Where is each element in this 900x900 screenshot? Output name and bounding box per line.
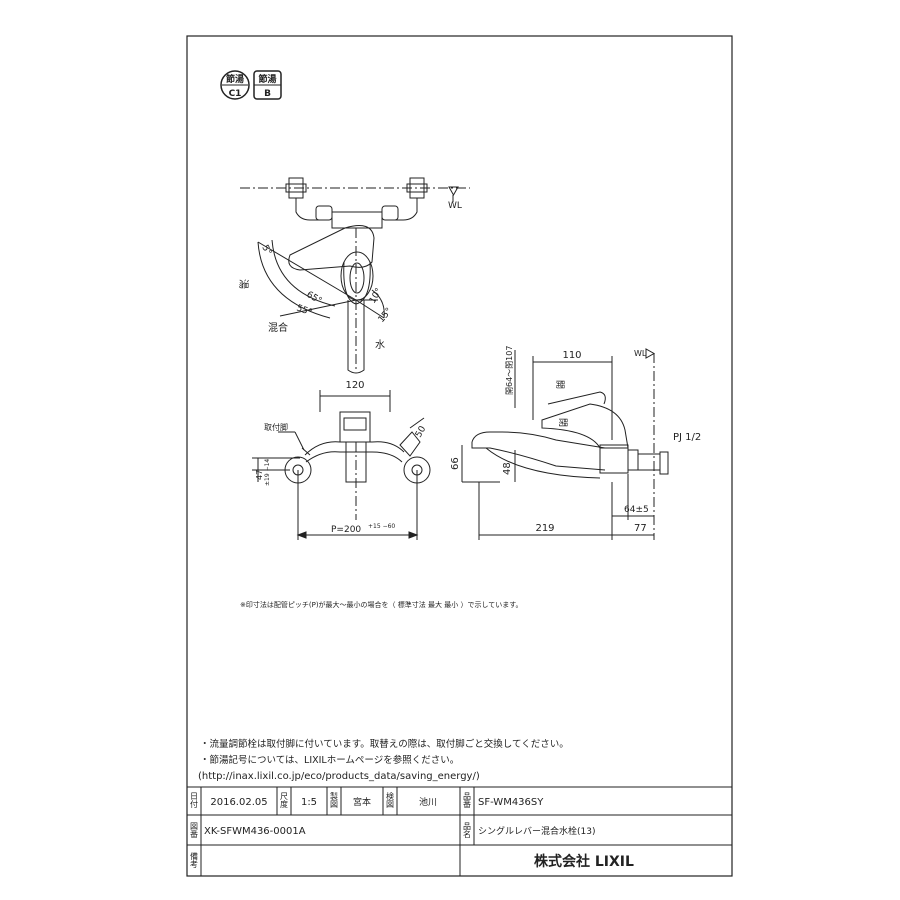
hot-label: 湯 xyxy=(237,279,250,289)
scale-label: 尺度 xyxy=(280,792,289,809)
part-no-label: 品番 xyxy=(463,792,472,809)
badge2-bottom: B xyxy=(264,89,271,99)
dim-47-tol: ±19 −14 xyxy=(264,459,271,486)
top-wl-label: WL xyxy=(448,201,462,211)
badge1-top: 節湯 xyxy=(225,73,244,85)
dim-120: 120 xyxy=(345,380,364,391)
angle-55: 55° xyxy=(295,303,313,318)
pj-label: PJ 1/2 xyxy=(673,432,701,443)
side-view xyxy=(461,348,669,540)
drawn-label: 製図 xyxy=(330,791,339,809)
scale-value: 1:5 xyxy=(301,797,317,808)
dim-110: 110 xyxy=(562,350,581,361)
title-block xyxy=(187,786,732,876)
drawing-no-label: 図番 xyxy=(190,822,199,839)
saving-badge-c1: 節湯 C1 xyxy=(220,70,250,100)
dim-77: 77 xyxy=(634,523,647,534)
note-line-1: ・流量調節栓は取付脚に付いています。取替えの際は、取付脚ごと交換してください。 xyxy=(200,738,569,750)
pitch-tol: +15 −60 xyxy=(368,523,395,530)
pitch-note: ※印寸法は配管ピッチ(P)が最大～最小の場合を（ 標準寸法 最大 最小 ）で示し… xyxy=(240,600,523,609)
mount-leg-label: 取付脚 xyxy=(264,422,288,432)
mix-label: 混合 xyxy=(268,321,288,334)
side-wl-label: WL xyxy=(634,349,647,358)
front-view xyxy=(252,390,431,540)
dim-47: 47 xyxy=(255,470,264,480)
check-value: 池川 xyxy=(419,796,437,808)
note-line-2: ・節湯記号については、LIXILホームページを参照ください。 xyxy=(200,754,459,766)
name-label: 品名 xyxy=(463,822,472,839)
badge1-bottom: C1 xyxy=(229,89,242,99)
saving-badge-b: 節湯 B xyxy=(253,70,282,100)
angle-65: 65° xyxy=(305,290,324,307)
angle-15: 15° xyxy=(377,306,395,325)
closed-label: 閉 xyxy=(557,418,568,427)
name-value: シングルレバー混合水栓(13) xyxy=(478,825,595,837)
dim-64: 64±5 xyxy=(624,505,649,515)
badge2-top: 節湯 xyxy=(257,73,276,85)
dim-66: 66 xyxy=(450,457,461,470)
pitch-label: P=200 xyxy=(331,525,361,535)
angle-5: 5° xyxy=(259,244,273,258)
remarks-label: 備考 xyxy=(190,851,199,869)
company-logo: 株式会社 LIXIL xyxy=(534,853,634,870)
date-label: 日付 xyxy=(190,792,199,809)
wl-marker xyxy=(448,186,459,197)
drawing-no-value: XK-SFWM436-0001A xyxy=(204,826,306,837)
check-label: 検図 xyxy=(386,791,395,809)
top-view xyxy=(240,177,470,374)
note-line-3: (http://inax.lixil.co.jp/eco/products_da… xyxy=(198,771,480,782)
dim-219: 219 xyxy=(535,523,554,534)
sheet-border xyxy=(186,35,733,877)
date-value: 2016.02.05 xyxy=(210,797,267,808)
drawn-value: 宮本 xyxy=(353,796,371,808)
open-label: 開 xyxy=(554,380,565,389)
open-range: 開64～閉107 xyxy=(505,346,514,395)
part-no-value: SF-WM436SY xyxy=(478,797,544,808)
dim-48: 48 xyxy=(502,462,513,475)
water-label: 水 xyxy=(375,339,385,351)
